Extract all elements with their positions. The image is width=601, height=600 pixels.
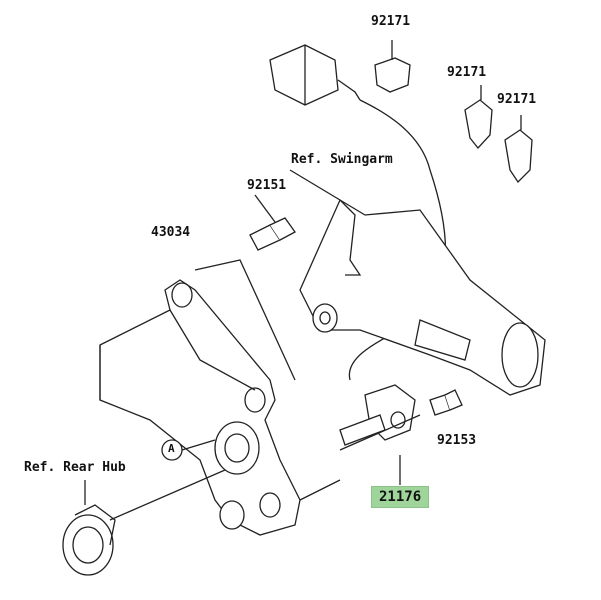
label-92171-mid: 92171: [447, 65, 487, 80]
label-21176-highlighted[interactable]: 21176: [371, 486, 430, 508]
label-ref-rear-hub: Ref. Rear Hub: [24, 460, 126, 475]
label-marker-a: A: [168, 442, 175, 455]
bolt-sensor: [429, 389, 463, 416]
label-92153: 92153: [437, 433, 477, 448]
label-43034: 43034: [151, 225, 191, 240]
label-ref-swingarm: Ref. Swingarm: [291, 152, 393, 167]
label-92151: 92151: [247, 178, 287, 193]
bracket: [99, 259, 301, 536]
clip-right: [504, 129, 533, 184]
swingarm: [289, 169, 546, 396]
label-92171-top: 92171: [371, 14, 411, 29]
clip-top: [374, 57, 411, 93]
label-92171-right: 92171: [497, 92, 537, 107]
hub-spacer: [62, 469, 226, 576]
clip-mid: [464, 99, 493, 149]
sensor: [299, 384, 421, 501]
bolt-upper: [249, 217, 296, 251]
